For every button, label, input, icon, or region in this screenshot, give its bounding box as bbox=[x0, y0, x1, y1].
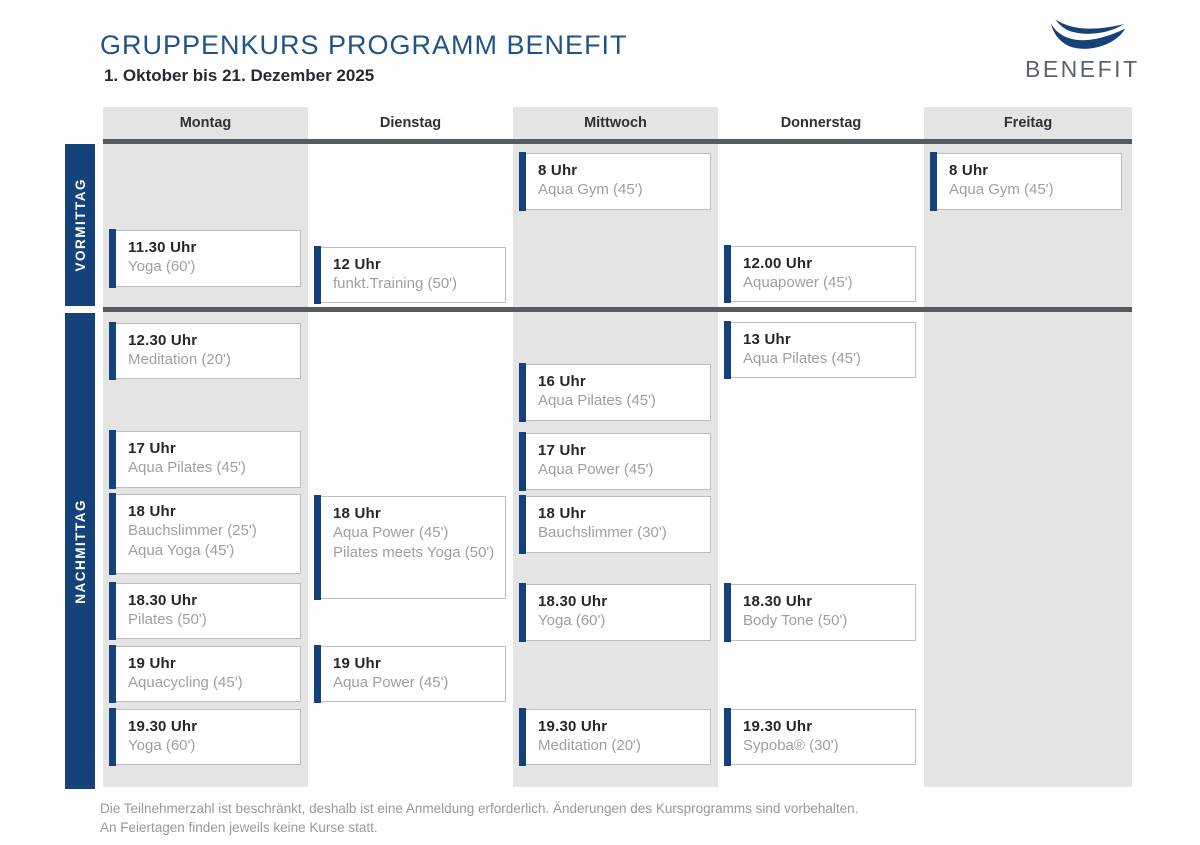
course-time: 19.30 Uhr bbox=[128, 718, 198, 735]
section-label-vormittag: VORMITTAG bbox=[65, 144, 95, 306]
course-card-montag-1830: 18.30 Uhr Pilates (50') bbox=[109, 582, 301, 640]
section-label-text: VORMITTAG bbox=[72, 178, 88, 272]
section-label-text: NACHMITTAG bbox=[72, 498, 88, 604]
header-divider-line bbox=[103, 139, 1132, 144]
course-time: 19 Uhr bbox=[333, 655, 381, 672]
course-time: 13 Uhr bbox=[743, 331, 791, 348]
course-name: Aqua Power (45') bbox=[538, 461, 654, 478]
wave-swoosh-icon bbox=[1050, 19, 1126, 49]
course-name: Yoga (60') bbox=[538, 612, 606, 629]
course-time: 18.30 Uhr bbox=[128, 592, 198, 609]
course-name: Aqua Pilates (45') bbox=[538, 392, 656, 409]
course-name: Aqua Pilates (45') bbox=[128, 459, 246, 476]
course-card-montag-19: 19 Uhr Aquacycling (45') bbox=[109, 645, 301, 703]
course-time: 19.30 Uhr bbox=[743, 718, 813, 735]
course-card-mittwoch-16: 16 Uhr Aqua Pilates (45') bbox=[519, 363, 711, 422]
course-name: Sypoba® (30') bbox=[743, 737, 839, 754]
course-name: Aqua Gym (45') bbox=[949, 181, 1054, 198]
course-name: Aqua Yoga (45') bbox=[128, 542, 235, 559]
course-card-dienstag-12: 12 Uhr funkt.Training (50') bbox=[314, 246, 506, 304]
day-header-mittwoch: Mittwoch bbox=[584, 115, 647, 131]
course-time: 12.30 Uhr bbox=[128, 332, 198, 349]
course-time: 8 Uhr bbox=[949, 162, 989, 179]
benefit-logo: BENEFIT bbox=[1025, 14, 1137, 86]
course-time: 18.30 Uhr bbox=[743, 593, 813, 610]
footer-note: Die Teilnehmerzahl ist beschränkt, desha… bbox=[100, 799, 858, 837]
course-time: 18.30 Uhr bbox=[538, 593, 608, 610]
day-header-donnerstag: Donnerstag bbox=[780, 115, 862, 131]
course-card-mittwoch-8: 8 Uhr Aqua Gym (45') bbox=[519, 152, 711, 211]
course-card-dienstag-19: 19 Uhr Aqua Power (45') bbox=[314, 645, 506, 703]
course-card-montag-17: 17 Uhr Aqua Pilates (45') bbox=[109, 430, 301, 489]
course-card-montag-1930: 19.30 Uhr Yoga (60') bbox=[109, 708, 301, 766]
course-card-donnerstag-1930: 19.30 Uhr Sypoba® (30') bbox=[724, 708, 916, 766]
footer-line-2: An Feiertagen finden jeweils keine Kurse… bbox=[100, 820, 378, 835]
course-name: Bauchslimmer (30') bbox=[538, 524, 667, 541]
course-time: 17 Uhr bbox=[128, 440, 176, 457]
course-card-mittwoch-17: 17 Uhr Aqua Power (45') bbox=[519, 432, 711, 491]
course-name: Pilates meets Yoga (50') bbox=[333, 544, 495, 561]
course-time: 19 Uhr bbox=[128, 655, 176, 672]
day-header-montag: Montag bbox=[179, 115, 232, 131]
course-time: 12.00 Uhr bbox=[743, 255, 813, 272]
course-time: 18 Uhr bbox=[128, 503, 176, 520]
section-label-nachmittag: NACHMITTAG bbox=[65, 313, 95, 789]
course-time: 17 Uhr bbox=[538, 442, 586, 459]
course-name: Aqua Power (45') bbox=[333, 524, 449, 541]
course-card-donnerstag-1830: 18.30 Uhr Body Tone (50') bbox=[724, 583, 916, 642]
course-time: 11.30 Uhr bbox=[128, 239, 197, 256]
course-time: 12 Uhr bbox=[333, 256, 381, 273]
course-card-mittwoch-1930: 19.30 Uhr Meditation (20') bbox=[519, 708, 711, 766]
column-background-freitag bbox=[924, 107, 1132, 787]
course-card-mittwoch-18: 18 Uhr Bauchslimmer (30') bbox=[519, 495, 711, 554]
footer-line-1: Die Teilnehmerzahl ist beschränkt, desha… bbox=[100, 801, 859, 816]
page-subtitle: 1. Oktober bis 21. Dezember 2025 bbox=[104, 66, 375, 85]
course-name: Bauchslimmer (25') bbox=[128, 522, 257, 539]
course-card-freitag-8: 8 Uhr Aqua Gym (45') bbox=[930, 152, 1122, 211]
course-time: 19.30 Uhr bbox=[538, 718, 608, 735]
course-name: Pilates (50') bbox=[128, 611, 207, 628]
course-card-montag-18: 18 Uhr Bauchslimmer (25') Aqua Yoga (45'… bbox=[109, 493, 301, 575]
course-name: Yoga (60') bbox=[128, 258, 196, 275]
course-card-dienstag-18: 18 Uhr Aqua Power (45') Pilates meets Yo… bbox=[314, 495, 506, 600]
course-card-donnerstag-13: 13 Uhr Aqua Pilates (45') bbox=[724, 321, 916, 379]
course-name: Aqua Pilates (45') bbox=[743, 350, 861, 367]
course-time: 8 Uhr bbox=[538, 162, 578, 179]
course-name: Meditation (20') bbox=[128, 351, 231, 368]
logo-text: BENEFIT bbox=[1025, 56, 1140, 82]
course-time: 18 Uhr bbox=[538, 505, 586, 522]
course-name: Yoga (60') bbox=[128, 737, 196, 754]
course-time: 16 Uhr bbox=[538, 373, 586, 390]
course-card-montag-1130: 11.30 Uhr Yoga (60') bbox=[109, 229, 301, 288]
course-name: Aquapower (45') bbox=[743, 274, 853, 291]
course-name: Body Tone (50') bbox=[743, 612, 848, 629]
section-divider-line bbox=[103, 307, 1132, 312]
course-card-mittwoch-1830: 18.30 Uhr Yoga (60') bbox=[519, 583, 711, 642]
course-card-montag-1230: 12.30 Uhr Meditation (20') bbox=[109, 322, 301, 380]
page-title: GRUPPENKURS PROGRAMM BENEFIT bbox=[100, 30, 628, 60]
course-name: funkt.Training (50') bbox=[333, 275, 458, 292]
course-name: Aqua Power (45') bbox=[333, 674, 449, 691]
course-name: Aqua Gym (45') bbox=[538, 181, 643, 198]
course-time: 18 Uhr bbox=[333, 505, 381, 522]
course-name: Meditation (20') bbox=[538, 737, 641, 754]
day-header-dienstag: Dienstag bbox=[379, 115, 442, 131]
course-name: Aquacycling (45') bbox=[128, 674, 243, 691]
course-card-donnerstag-1200: 12.00 Uhr Aquapower (45') bbox=[724, 245, 916, 303]
day-header-freitag: Freitag bbox=[1003, 115, 1053, 131]
